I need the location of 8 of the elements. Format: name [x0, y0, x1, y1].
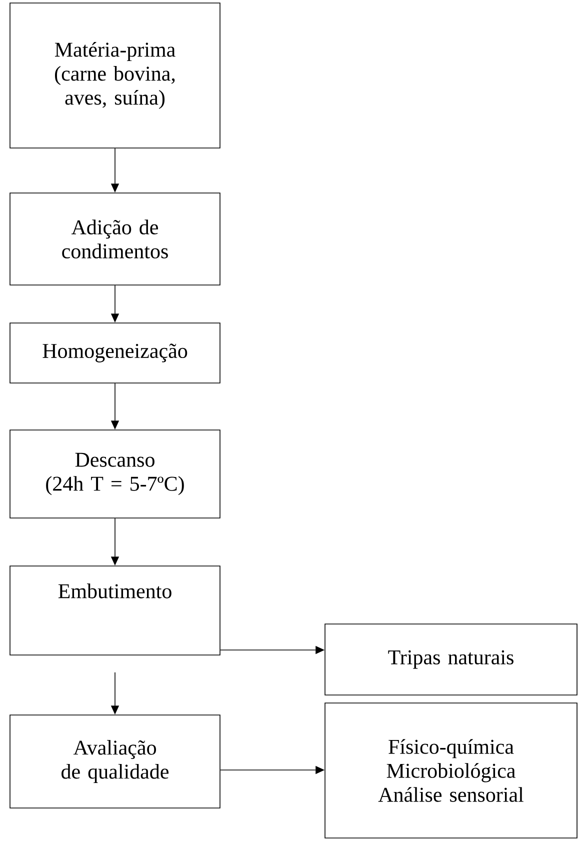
process-box: Avaliação de qualidade — [10, 714, 220, 808]
process-box: Descanso (24h T = 5-7ºC) — [10, 430, 220, 518]
process-box: Adição de condimentos — [10, 192, 220, 286]
process-box: Embutimento — [10, 566, 220, 656]
process-box: Homogeneização — [10, 322, 220, 384]
process-box: Tripas naturais — [324, 624, 578, 696]
process-box: Físico-química Microbiológica Análise sensorial — [324, 702, 578, 838]
process-box: Matéria-prima (carne bovina, aves, suína) — [10, 2, 220, 148]
